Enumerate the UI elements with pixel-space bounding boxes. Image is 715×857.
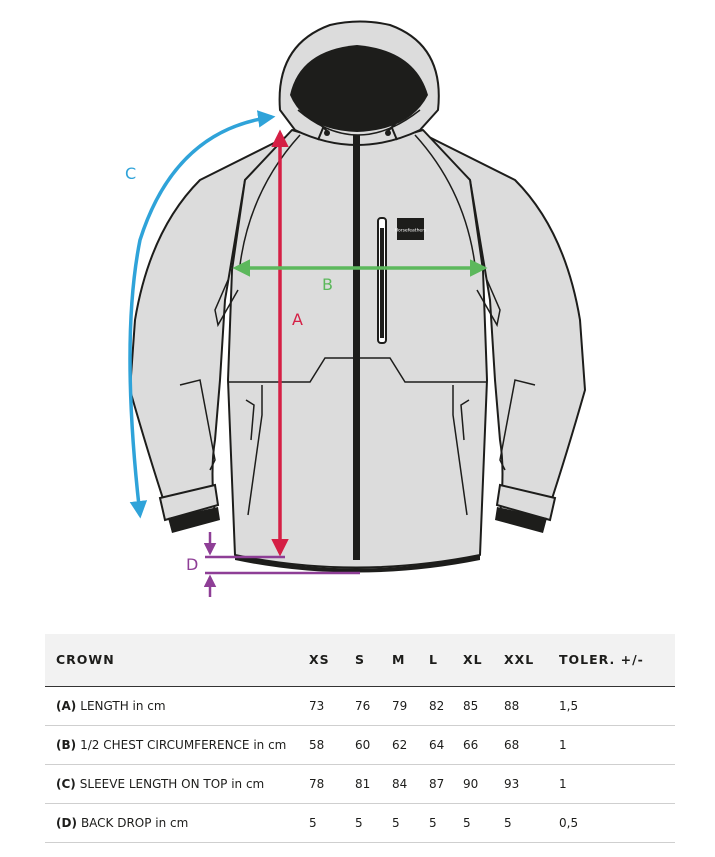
table-row: (D)BACK DROP in cm 5 5 5 5 5 5 0,5 [45,803,675,842]
table-row: (A)LENGTH in cm 73 76 79 82 85 88 1,5 [45,686,675,725]
tolerance-header: TOLER. +/- [559,634,675,687]
center-zipper [353,135,360,560]
size-header: XL [463,634,504,687]
value-cell: 84 [392,776,408,791]
size-header: L [429,634,463,687]
value-cell: 58 [309,737,325,752]
measurement-label: (D)BACK DROP in cm [45,803,309,842]
size-table: CROWN XS S M L XL XXL TOLER. +/- (A)LENG… [45,634,675,843]
brand-label: Horsefeathers [395,228,427,234]
value-cell: 85 [463,698,479,713]
tolerance-cell: 1 [559,776,567,791]
value-cell: 90 [463,776,479,791]
value-cell: 88 [504,698,520,713]
value-cell: 76 [355,698,371,713]
size-header: XS [309,634,355,687]
value-cell: 60 [355,737,371,752]
value-cell: 5 [392,815,400,830]
size-header: S [355,634,392,687]
jacket-diagram: Horsefeathers C A B D [125,20,586,597]
right-cuff [495,483,557,522]
row-label: SLEEVE LENGTH ON TOP in cm [79,776,265,791]
value-cell: 68 [504,737,520,752]
table-row: (C)SLEEVE LENGTH ON TOP in cm 78 81 84 8… [45,764,675,803]
measurement-label: (A)LENGTH in cm [45,686,309,725]
label-b: B [322,275,333,294]
size-header: XXL [504,634,559,687]
row-key: (C) [56,776,76,791]
model-name: CROWN [45,634,309,687]
row-label: BACK DROP in cm [80,815,189,830]
tolerance-cell: 1,5 [559,698,579,713]
table-header: CROWN XS S M L XL XXL TOLER. +/- [45,634,675,687]
right-sleeve [424,134,586,521]
sleeve-length-arrow [128,110,276,519]
row-label: 1/2 CHEST CIRCUMFERENCE in cm [80,737,287,752]
value-cell: 64 [429,737,445,752]
measurement-label: (C)SLEEVE LENGTH ON TOP in cm [45,764,309,803]
label-a: A [292,310,303,329]
tolerance-cell: 0,5 [559,815,579,830]
value-cell: 5 [429,815,437,830]
value-cell: 5 [463,815,471,830]
value-cell: 5 [504,815,512,830]
value-cell: 62 [392,737,408,752]
brand-patch [397,218,424,240]
value-cell: 93 [504,776,520,791]
row-key: (A) [56,698,77,713]
value-cell: 78 [309,776,325,791]
row-label: LENGTH in cm [80,698,166,713]
tolerance-cell: 1 [559,737,567,752]
value-cell: 5 [309,815,317,830]
row-key: (B) [56,737,77,752]
size-header: M [392,634,429,687]
value-cell: 81 [355,776,371,791]
row-key: (D) [56,815,77,830]
table-row: (B)1/2 CHEST CIRCUMFERENCE in cm 58 60 6… [45,725,675,764]
measurement-label: (B)1/2 CHEST CIRCUMFERENCE in cm [45,725,309,764]
value-cell: 5 [355,815,363,830]
value-cell: 87 [429,776,445,791]
label-c: C [125,164,136,183]
value-cell: 82 [429,698,445,713]
value-cell: 73 [309,698,325,713]
value-cell: 79 [392,698,408,713]
label-d: D [186,555,198,574]
jacket-illustration: Horsefeathers C A B D [125,20,586,597]
value-cell: 66 [463,737,479,752]
